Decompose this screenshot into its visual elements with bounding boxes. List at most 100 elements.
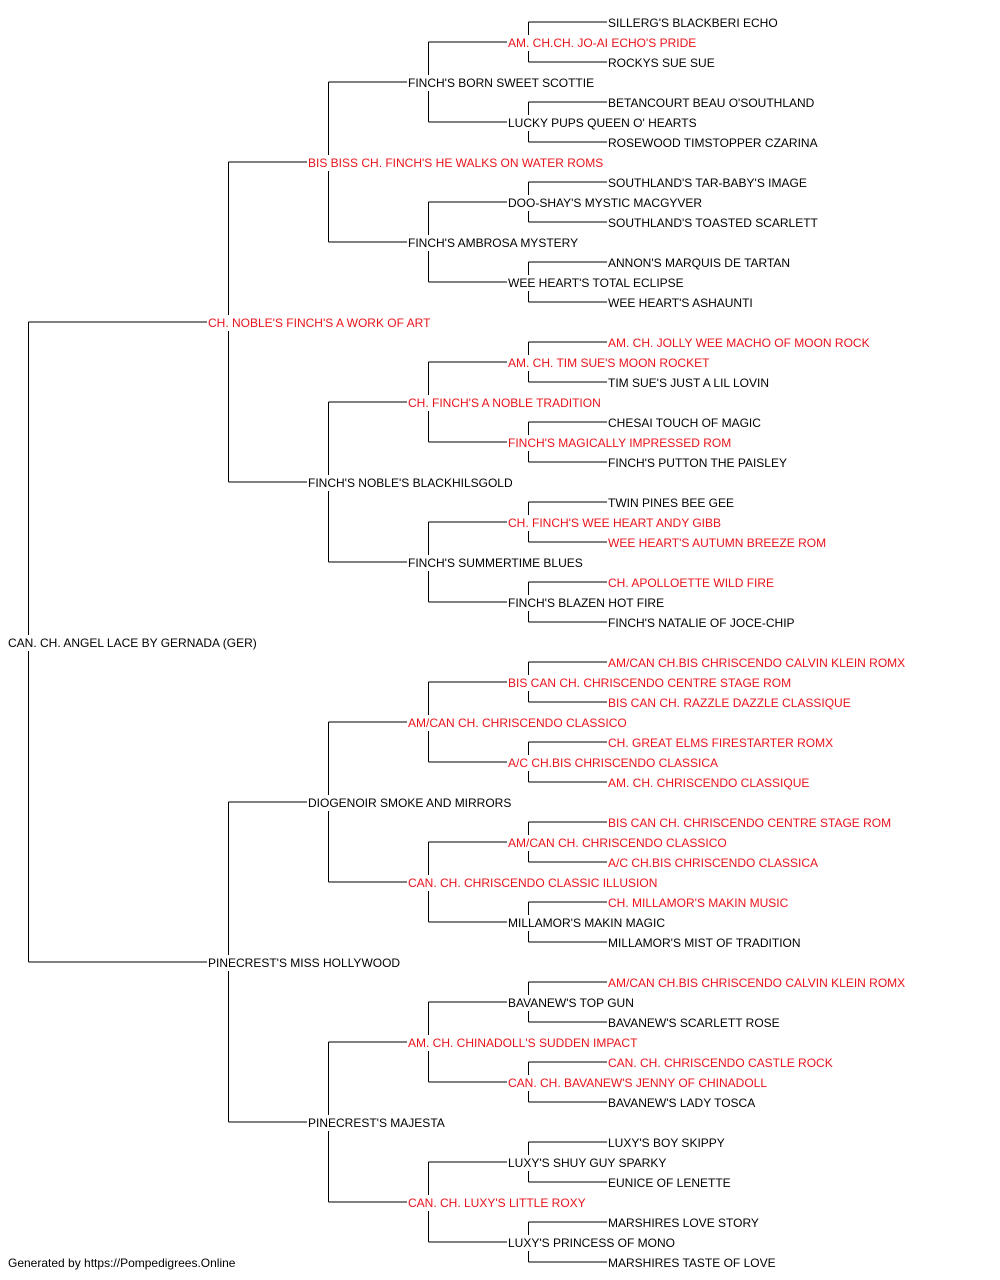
label-background	[407, 1035, 640, 1051]
gen5-ancestor-name: MILLAMOR'S MIST OF TRADITION	[608, 936, 801, 950]
subject-name: CAN. CH. ANGEL LACE BY GERNADA (GER)	[8, 636, 257, 650]
gen5-ancestor-name: AM/CAN CH.BIS CHRISCENDO CALVIN KLEIN RO…	[608, 976, 905, 990]
label-background	[407, 875, 659, 891]
label-background	[507, 595, 666, 611]
label-background	[607, 735, 835, 751]
gen5-ancestor-name: WEE HEART'S AUTUMN BREEZE ROM	[608, 536, 826, 550]
label-background	[7, 635, 258, 651]
gen5-ancestor-name: TIM SUE'S JUST A LIL LOVIN	[608, 376, 769, 390]
label-background	[607, 295, 754, 311]
label-background	[607, 135, 819, 151]
label-background	[607, 215, 820, 231]
grandparent-name: DIOGENOIR SMOKE AND MIRRORS	[308, 796, 511, 810]
gen5-ancestor-name: AM/CAN CH.BIS CHRISCENDO CALVIN KLEIN RO…	[608, 656, 905, 670]
gen4-ancestor-name: AM/CAN CH. CHRISCENDO CLASSICO	[508, 836, 727, 850]
gen5-ancestor-name: SOUTHLAND'S TOASTED SCARLETT	[608, 216, 819, 230]
gen5-ancestor-name: A/C CH.BIS CHRISCENDO CLASSICA	[608, 856, 818, 870]
gen5-ancestor-name: CH. APOLLOETTE WILD FIRE	[608, 576, 774, 590]
gen5-ancestor-name: AM. CH. JOLLY WEE MACHO OF MOON ROCK	[608, 336, 870, 350]
gen4-ancestor-name: FINCH'S MAGICALLY IMPRESSED ROM	[508, 436, 731, 450]
label-background	[607, 575, 776, 591]
label-background	[507, 195, 704, 211]
label-background	[407, 235, 580, 251]
grandparent-name: FINCH'S NOBLE'S BLACKHILSGOLD	[308, 476, 513, 490]
label-background	[507, 915, 667, 931]
generated-by-footer: Generated by https://Pompedigrees.Online	[8, 1256, 236, 1270]
gen5-ancestor-name: BAVANEW'S SCARLETT ROSE	[608, 1016, 780, 1030]
gen4-ancestor-name: LUCKY PUPS QUEEN O' HEARTS	[508, 116, 697, 130]
pedigree-names: CAN. CH. ANGEL LACE BY GERNADA (GER) CH. …	[7, 15, 907, 1271]
label-background	[507, 355, 712, 371]
label-background	[507, 835, 728, 851]
great-grandparent-name: FINCH'S SUMMERTIME BLUES	[408, 556, 583, 570]
gen5-ancestor-name: CAN. CH. CHRISCENDO CASTLE ROCK	[608, 1056, 833, 1070]
gen5-ancestor-name: BETANCOURT BEAU O'SOUTHLAND	[608, 96, 815, 110]
label-background	[307, 795, 513, 811]
label-background	[307, 1115, 446, 1131]
great-grandparent-name: CAN. CH. CHRISCENDO CLASSIC ILLUSION	[408, 876, 657, 890]
great-grandparent-name: FINCH'S BORN SWEET SCOTTIE	[408, 76, 594, 90]
parent-name: PINECREST'S MISS HOLLYWOOD	[208, 956, 400, 970]
label-background	[607, 535, 828, 551]
gen5-ancestor-name: MARSHIRES TASTE OF LOVE	[608, 1256, 776, 1270]
label-background	[507, 115, 698, 131]
gen4-ancestor-name: AM. CH.CH. JO-AI ECHO'S PRIDE	[508, 36, 696, 50]
gen5-ancestor-name: LUXY'S BOY SKIPPY	[608, 1136, 725, 1150]
label-background	[607, 455, 788, 471]
label-background	[407, 75, 596, 91]
label-background	[607, 95, 816, 111]
label-background	[407, 395, 602, 411]
label-background	[607, 1055, 834, 1071]
label-background	[407, 1195, 587, 1211]
label-background	[607, 175, 808, 191]
label-background	[207, 955, 402, 971]
label-background	[607, 1175, 732, 1191]
label-background	[507, 1155, 668, 1171]
label-background	[507, 995, 635, 1011]
gen5-ancestor-name: AM. CH. CHRISCENDO CLASSIQUE	[608, 776, 809, 790]
label-background	[607, 335, 871, 351]
label-background	[607, 255, 792, 271]
label-background	[307, 475, 514, 491]
label-background	[607, 615, 796, 631]
label-background	[607, 935, 802, 951]
label-background	[507, 755, 720, 771]
gen5-ancestor-name: BIS CAN CH. RAZZLE DAZZLE CLASSIQUE	[608, 696, 851, 710]
gen5-ancestor-name: WEE HEART'S ASHAUNTI	[608, 296, 753, 310]
gen5-ancestor-name: BAVANEW'S LADY TOSCA	[608, 1096, 755, 1110]
gen5-ancestor-name: ROSEWOOD TIMSTOPPER CZARINA	[608, 136, 818, 150]
gen5-ancestor-name: CHESAI TOUCH OF MAGIC	[608, 416, 761, 430]
great-grandparent-name: CH. FINCH'S A NOBLE TRADITION	[408, 396, 601, 410]
label-background	[507, 515, 722, 531]
label-background	[607, 1015, 781, 1031]
great-grandparent-name: CAN. CH. LUXY'S LITTLE ROXY	[408, 1196, 586, 1210]
gen4-ancestor-name: CAN. CH. BAVANEW'S JENNY OF CHINADOLL	[508, 1076, 767, 1090]
label-background	[407, 715, 628, 731]
label-background	[607, 695, 852, 711]
label-background	[607, 815, 893, 831]
label-background	[607, 1215, 760, 1231]
label-background	[507, 1235, 676, 1251]
great-grandparent-name: FINCH'S AMBROSA MYSTERY	[408, 236, 578, 250]
label-background	[507, 1075, 769, 1091]
parent-name: CH. NOBLE'S FINCH'S A WORK OF ART	[208, 316, 431, 330]
grandparent-name: BIS BISS CH. FINCH'S HE WALKS ON WATER R…	[308, 156, 603, 170]
label-background	[407, 555, 584, 571]
label-background	[607, 15, 779, 31]
gen5-ancestor-name: EUNICE OF LENETTE	[608, 1176, 731, 1190]
gen5-ancestor-name: FINCH'S PUTTON THE PAISLEY	[608, 456, 787, 470]
label-background	[607, 415, 763, 431]
gen5-ancestor-name: TWIN PINES BEE GEE	[608, 496, 734, 510]
gen4-ancestor-name: LUXY'S PRINCESS OF MONO	[508, 1236, 675, 1250]
label-background	[507, 675, 793, 691]
label-background	[607, 655, 907, 671]
gen5-ancestor-name: CH. MILLAMOR'S MAKIN MUSIC	[608, 896, 789, 910]
great-grandparent-name: AM/CAN CH. CHRISCENDO CLASSICO	[408, 716, 627, 730]
label-background	[607, 1095, 757, 1111]
label-background	[507, 35, 698, 51]
label-background	[607, 855, 820, 871]
gen4-ancestor-name: A/C CH.BIS CHRISCENDO CLASSICA	[508, 756, 718, 770]
gen4-ancestor-name: FINCH'S BLAZEN HOT FIRE	[508, 596, 664, 610]
great-grandparent-name: AM. CH. CHINADOLL'S SUDDEN IMPACT	[408, 1036, 638, 1050]
label-background	[207, 315, 433, 331]
